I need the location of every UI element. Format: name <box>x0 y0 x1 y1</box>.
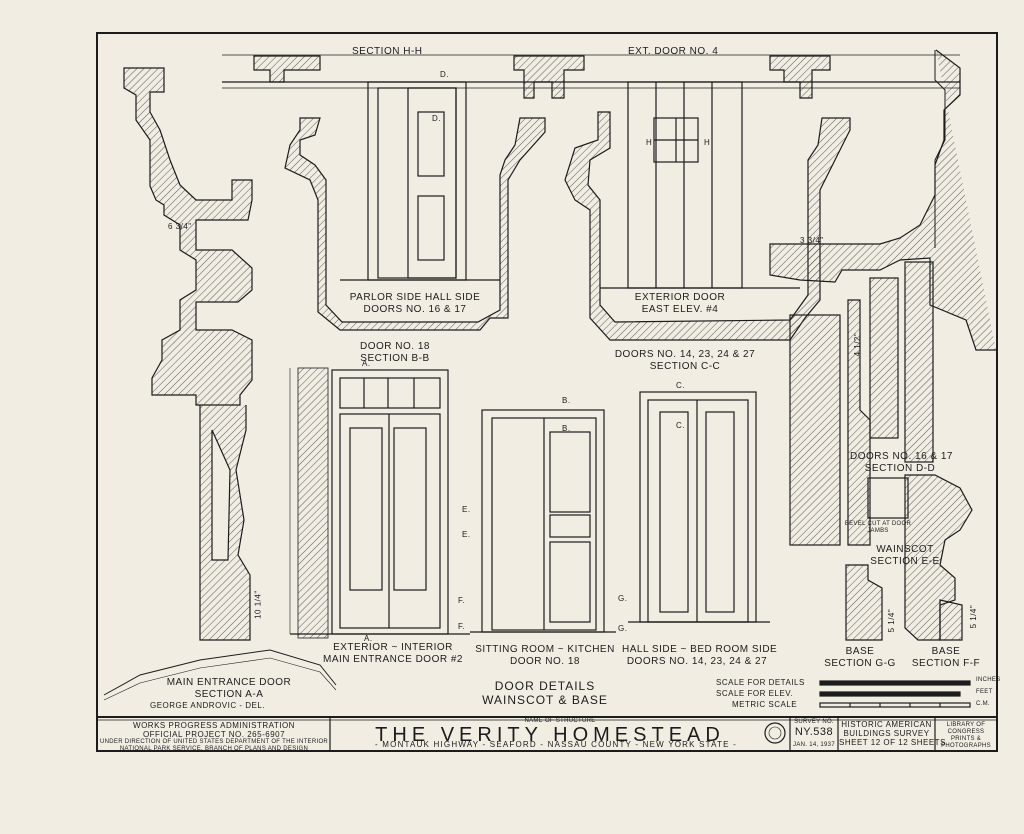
structure-name-caption: NAME OF STRUCTURE <box>524 718 596 724</box>
dim-b: 3 3/4" <box>800 236 824 245</box>
label-section-a-a: MAIN ENTRANCE DOOR SECTION A-A <box>166 677 292 700</box>
unit-inches: INCHES <box>976 677 1001 683</box>
label-hall-side-door: HALL SIDE ~ BED ROOM SIDE DOORS NO. 14, … <box>622 644 778 667</box>
parlor-door <box>367 81 467 281</box>
marker-a-bottom: A. <box>364 634 373 643</box>
sitting-room-door <box>481 409 605 633</box>
label-base-g-g: BASE SECTION G-G <box>824 646 896 669</box>
label-section-h-h: SECTION H-H <box>352 46 423 57</box>
label-sitting-room-door: SITTING ROOM ~ KITCHEN DOOR NO. 18 <box>475 644 615 667</box>
marker-f-bottom: F. <box>458 622 466 631</box>
wpa-block: WORKS PROGRESS ADMINISTRATION OFFICIAL P… <box>100 721 329 753</box>
unit-feet: FEET <box>976 689 993 695</box>
dim-a: 6 3/4" <box>168 222 192 231</box>
marker-g-top: G. <box>618 594 628 603</box>
marker-d-top: D. <box>440 70 449 79</box>
main-entrance-door <box>331 369 449 635</box>
marker-h-right: H <box>704 138 711 147</box>
metric-scale-label: METRIC SCALE <box>732 700 798 709</box>
marker-c-door: C. <box>676 421 685 430</box>
structure-location: - MONTAUK HIGHWAY - SEAFORD - NASSAU COU… <box>375 740 737 749</box>
survey-number: NY.538 <box>794 726 834 738</box>
main-entrance-profile <box>123 67 253 406</box>
scale-elev-label: SCALE FOR ELEV. <box>716 689 794 698</box>
dim-c: 4 1/2" <box>853 332 863 357</box>
dim-f: 5 1/4" <box>969 604 979 629</box>
hall-side-door <box>639 391 757 623</box>
marker-a-top: A. <box>362 359 371 368</box>
label-base-f-f: BASE SECTION F-F <box>911 646 981 669</box>
marker-b-top: B. <box>562 396 571 405</box>
label-doors-14-section: DOORS NO. 14, 23, 24 & 27 SECTION C-C <box>614 349 756 372</box>
label-section-d-d: DOORS NO. 16 & 17 SECTION D-D <box>850 451 953 474</box>
sheet-count: SHEET 12 OF 12 SHEETS <box>839 738 946 748</box>
marker-g-bottom: G. <box>618 624 628 633</box>
scale-details-label: SCALE FOR DETAILS <box>716 678 805 687</box>
structure-name: THE VERITY HOMESTEAD <box>375 724 725 746</box>
delineator-credit: GEORGE ANDROVIC - DEL. <box>150 701 266 710</box>
marker-c-top: C. <box>676 381 685 390</box>
sheet-border <box>96 32 998 752</box>
label-exterior-door: EXTERIOR DOOR EAST ELEV. #4 <box>634 292 726 315</box>
parlor-frame <box>284 117 546 331</box>
label-wainscot: WAINSCOT SECTION E-E <box>870 544 940 567</box>
dim-d: 10 1/4" <box>253 590 263 619</box>
label-door-18-section: DOOR NO. 18 SECTION B-B <box>360 341 430 364</box>
wainscot-profile <box>904 474 973 641</box>
exterior-door <box>627 81 743 289</box>
habs-block: HISTORIC AMERICAN BUILDINGS SURVEY SHEET… <box>839 720 946 748</box>
library-stamp: LIBRARY OF CONGRESS PRINTS & PHOTOGRAPHS <box>941 722 991 749</box>
label-ext-door: EXT. DOOR NO. 4 <box>628 46 719 57</box>
survey-date: JAN. 14, 1937 <box>793 742 835 748</box>
label-main-entrance-door: EXTERIOR ~ INTERIOR MAIN ENTRANCE DOOR #… <box>323 642 463 665</box>
survey-caption: SURVEY NO. <box>794 719 834 725</box>
marker-b-door: B. <box>562 424 571 433</box>
label-bevel-cut: BEVEL CUT AT DOOR JAMBS <box>844 521 912 534</box>
marker-e-top: E. <box>462 505 471 514</box>
label-parlor-doors: PARLOR SIDE HALL SIDE DOORS NO. 16 & 17 <box>349 292 481 315</box>
marker-d-door: D. <box>432 114 441 123</box>
marker-e-bottom: E. <box>462 530 471 539</box>
exterior-frame <box>564 111 851 341</box>
seal-icon <box>764 722 786 744</box>
marker-h-left: H <box>646 138 653 147</box>
dim-e: 5 1/4" <box>887 608 897 633</box>
marker-f-top: F. <box>458 596 466 605</box>
unit-cm: C.M. <box>976 701 990 707</box>
drawing-title: DOOR DETAILS WAINSCOT & BASE <box>482 679 608 707</box>
